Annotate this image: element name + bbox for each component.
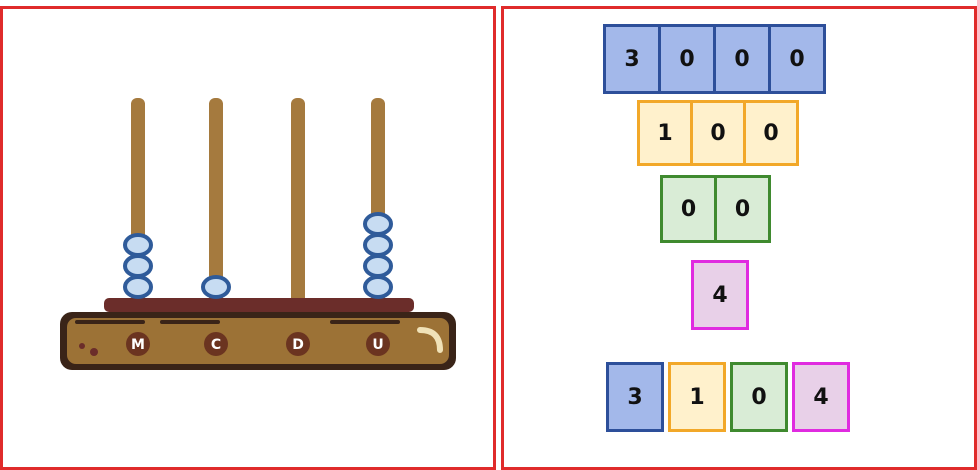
bead-U [365, 235, 391, 255]
bead-M [125, 277, 151, 297]
digit-cell: 4 [691, 260, 749, 330]
place-label-M: M [131, 337, 145, 353]
rod-C [209, 98, 223, 304]
digit-cell: 3 [603, 24, 661, 94]
digit-cell: 0 [743, 100, 799, 166]
bead-C [203, 277, 229, 297]
digit-cell: 0 [768, 24, 826, 94]
digit-cell: 0 [730, 362, 788, 432]
place-label-C: C [211, 337, 221, 353]
place-label-D: D [292, 337, 304, 353]
place-label-U: U [372, 337, 383, 353]
base-dot [79, 343, 85, 349]
base-mark [75, 320, 145, 324]
digit-cell: 0 [658, 24, 716, 94]
abacus-base [67, 318, 449, 364]
digit-cell: 0 [713, 24, 771, 94]
bead-U [365, 256, 391, 276]
digit-cell: 4 [792, 362, 850, 432]
digit-cell: 1 [637, 100, 693, 166]
frame-top-bar [104, 298, 414, 312]
bead-U [365, 277, 391, 297]
digit-cell: 0 [660, 175, 717, 243]
base-dot [90, 348, 98, 356]
digit-cell: 0 [690, 100, 746, 166]
base-mark [160, 320, 220, 324]
base-mark [330, 320, 400, 324]
rod-D [291, 98, 305, 304]
bead-M [125, 256, 151, 276]
digit-cell: 1 [668, 362, 726, 432]
bead-M [125, 235, 151, 255]
digit-cell: 3 [606, 362, 664, 432]
place-value-row-4: 4 [691, 260, 749, 330]
digit-cell: 0 [714, 175, 771, 243]
bead-U [365, 214, 391, 234]
